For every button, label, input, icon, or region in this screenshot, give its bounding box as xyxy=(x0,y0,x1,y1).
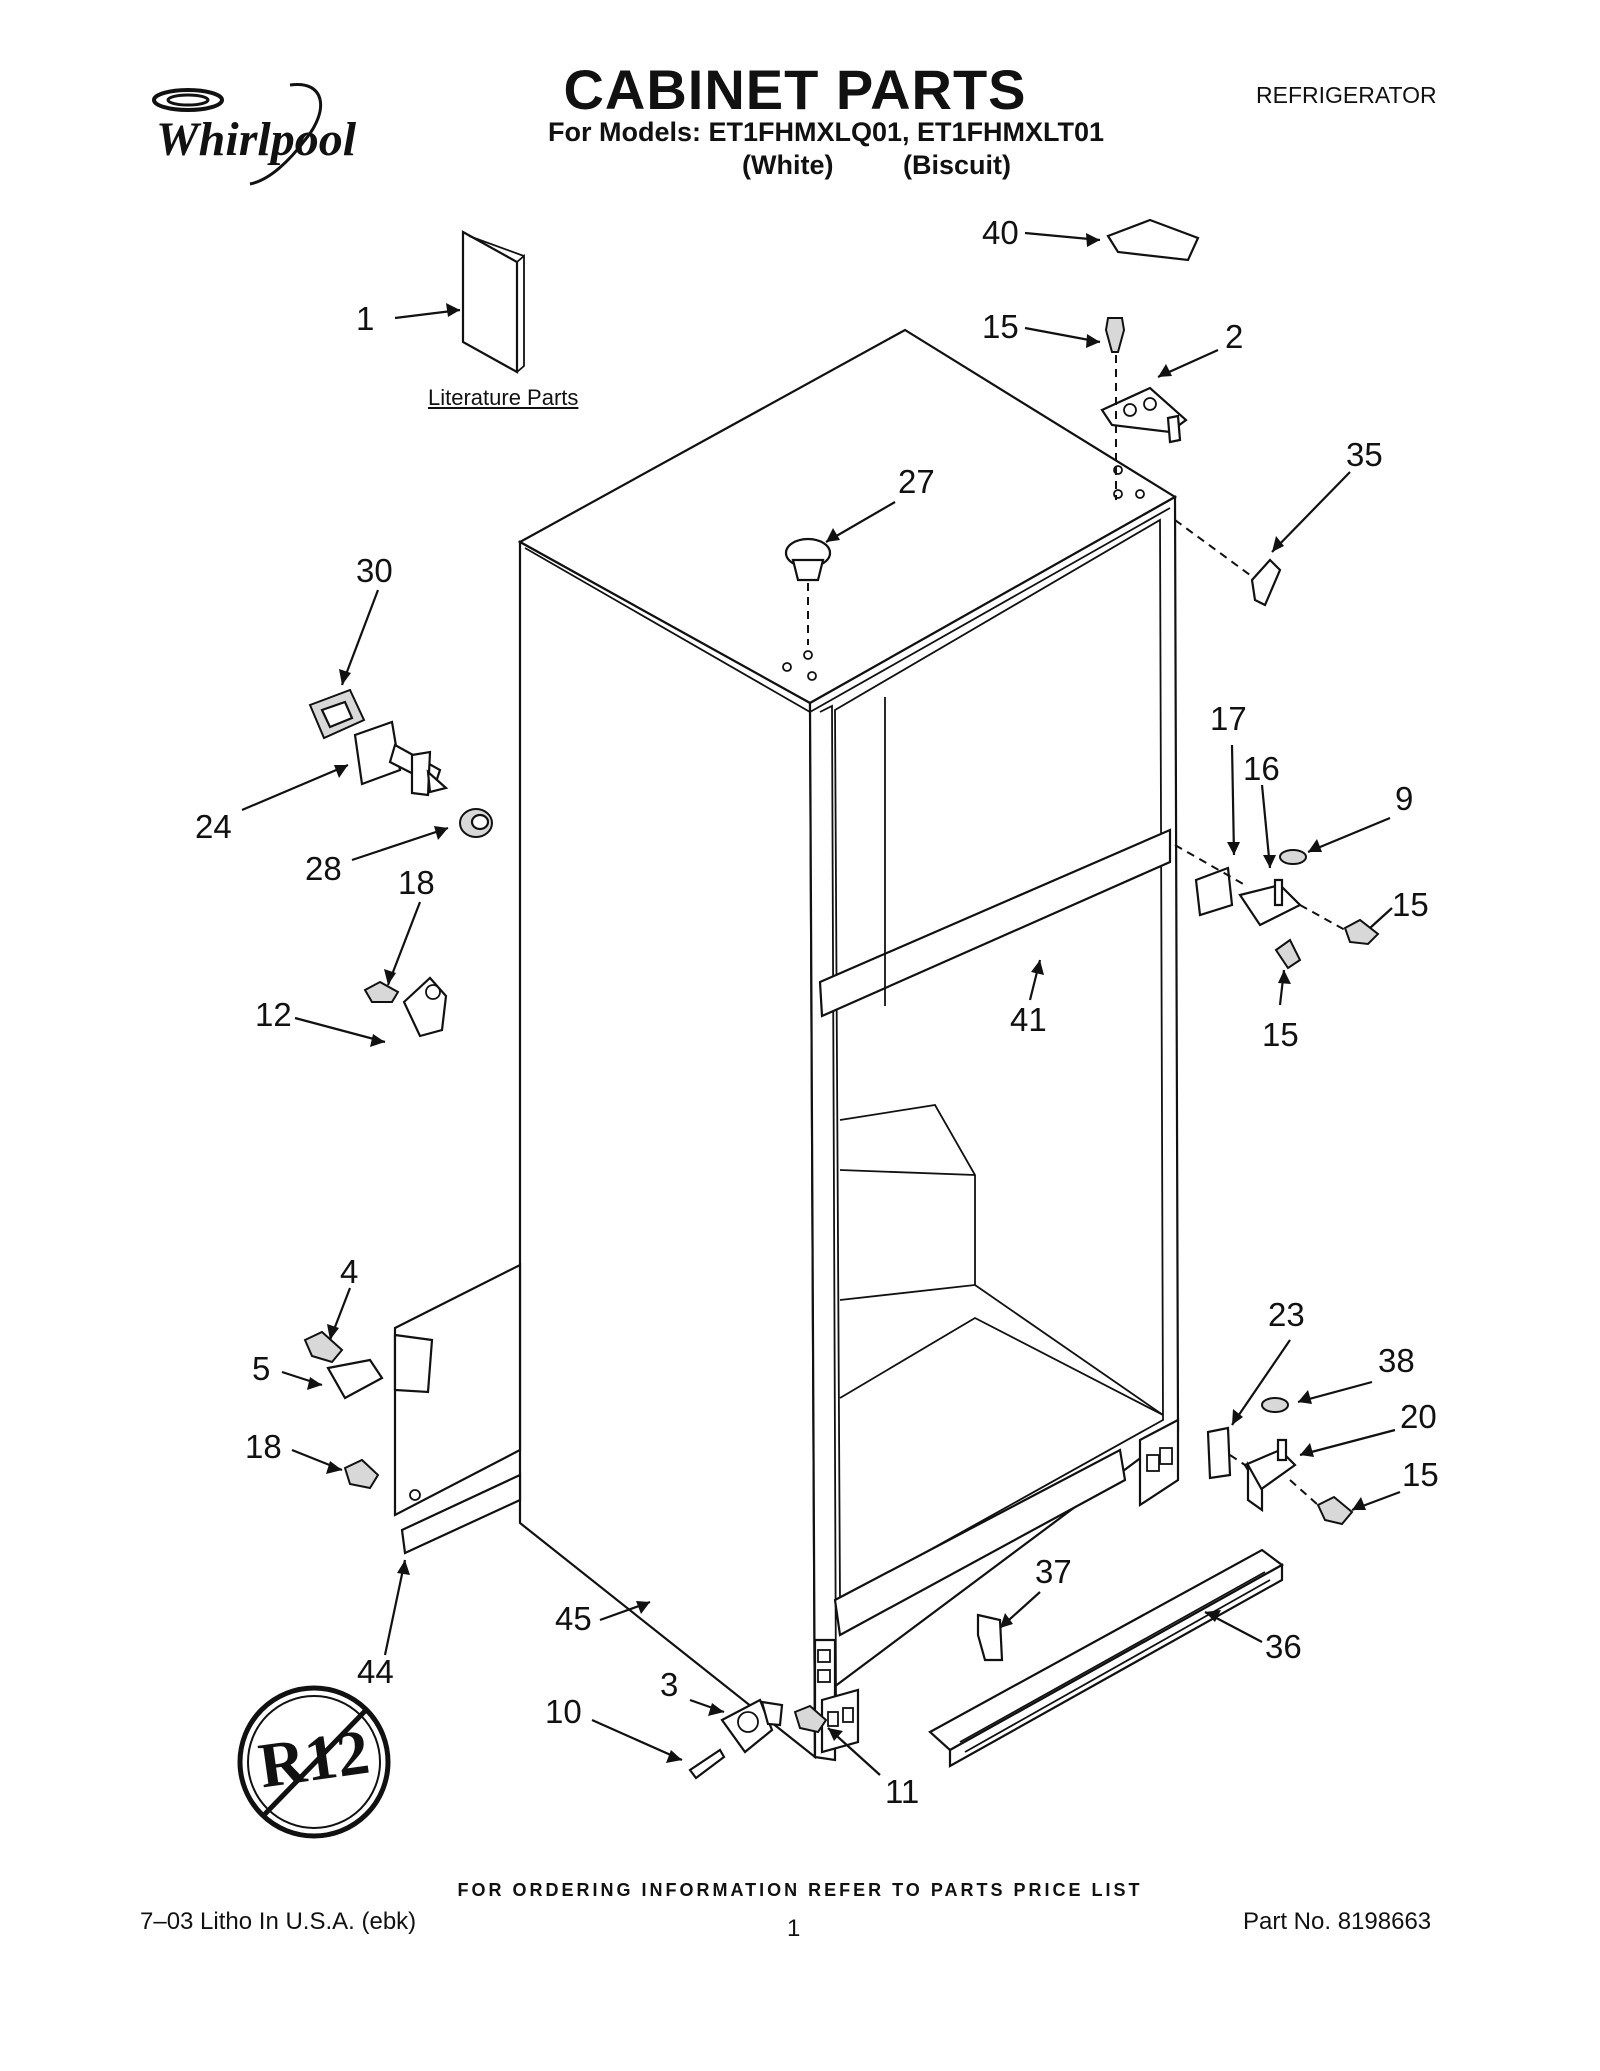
callout-40: 40 xyxy=(982,214,1019,251)
callout-38: 38 xyxy=(1378,1342,1415,1379)
hinge-cover-icon xyxy=(1106,218,1200,262)
callout-18-lower: 18 xyxy=(245,1428,282,1465)
wire-clip-icon xyxy=(326,1358,384,1400)
callout-30: 30 xyxy=(356,552,393,589)
part-number: Part No. 8198663 xyxy=(1243,1908,1432,1935)
callout-1: 1 xyxy=(356,300,375,337)
callout-23: 23 xyxy=(1268,1296,1305,1333)
callout-37: 37 xyxy=(1035,1553,1072,1590)
whirlpool-swirl-icon xyxy=(152,82,322,186)
no-r12-badge-icon xyxy=(237,1685,391,1839)
litho-info: 7–03 Litho In U.S.A. (ebk) xyxy=(140,1908,417,1935)
hinge-shim-icon xyxy=(1250,558,1282,607)
washer-icon xyxy=(459,808,493,838)
callout-36: 36 xyxy=(1265,1628,1302,1665)
center-hinge-assembly-icon xyxy=(1174,844,1380,970)
callout-45: 45 xyxy=(555,1600,592,1637)
category-label: REFRIGERATOR xyxy=(1256,82,1437,108)
bottom-washer-icon xyxy=(1261,1397,1289,1413)
callout-18-upper: 18 xyxy=(398,864,435,901)
spacer-icon xyxy=(1206,1426,1232,1480)
callout-27: 27 xyxy=(898,463,935,500)
clip-screw-icon xyxy=(303,1330,344,1364)
callout-15-lower: 15 xyxy=(1262,1016,1299,1053)
ordering-note: FOR ORDERING INFORMATION REFER TO PARTS … xyxy=(457,1880,1143,1900)
gasket-icon xyxy=(308,688,366,740)
roller-screw-icon xyxy=(793,1704,828,1734)
callout-41: 41 xyxy=(1010,1001,1047,1038)
bottom-hinge-icon xyxy=(1243,1438,1297,1513)
callout-24: 24 xyxy=(195,808,232,845)
callout-12: 12 xyxy=(255,996,292,1033)
callout-3: 3 xyxy=(660,1666,679,1703)
callout-44: 44 xyxy=(357,1653,394,1690)
callout-11: 11 xyxy=(885,1773,920,1810)
callout-10: 10 xyxy=(545,1693,582,1730)
callout-2: 2 xyxy=(1225,318,1244,355)
callout-15-top: 15 xyxy=(982,308,1019,345)
callout-28: 28 xyxy=(305,850,342,887)
literature-booklet-icon xyxy=(461,230,525,374)
whirlpool-logo: Whirlpool xyxy=(140,80,380,190)
variant-white: (White) xyxy=(742,150,834,180)
callout-20: 20 xyxy=(1400,1398,1437,1435)
toe-grille-icon xyxy=(928,1548,1285,1768)
bracket-screw-icon xyxy=(363,980,400,1003)
callout-15-bottom: 15 xyxy=(1402,1456,1439,1493)
toe-grille-bracket-icon xyxy=(393,1263,522,1555)
callout-15-right: 15 xyxy=(1392,886,1429,923)
roller-assembly-icon xyxy=(720,1698,784,1754)
bottom-hinge-screw-icon xyxy=(1316,1495,1354,1526)
roller-pin-icon xyxy=(688,1748,726,1780)
page-number: 1 xyxy=(787,1915,801,1942)
callout-9: 9 xyxy=(1395,780,1414,817)
callout-5: 5 xyxy=(252,1350,271,1387)
callout-16: 16 xyxy=(1243,750,1280,787)
hinge-screw-icon xyxy=(1104,317,1126,353)
top-hinge-icon xyxy=(1100,386,1188,444)
models-line: For Models: ET1FHMXLQ01, ET1FHMXLT01 xyxy=(548,117,1105,147)
callout-17: 17 xyxy=(1210,700,1247,737)
callout-4: 4 xyxy=(340,1253,359,1290)
refrigerator-cabinet xyxy=(517,328,1180,1762)
bracket-screw-lower-icon xyxy=(343,1458,380,1490)
variant-biscuit: (Biscuit) xyxy=(903,150,1011,180)
brand-name: Whirlpool xyxy=(156,113,357,166)
plug-icon xyxy=(784,537,832,645)
page-title: CABINET PARTS xyxy=(563,58,1027,121)
literature-parts-label: Literature Parts xyxy=(428,385,579,410)
door-stop-bracket-icon xyxy=(402,976,448,1038)
handle-mount-icon xyxy=(353,720,449,797)
grille-clip-icon xyxy=(976,1613,1004,1662)
callout-leaders xyxy=(241,231,1401,1776)
callout-35: 35 xyxy=(1346,436,1383,473)
